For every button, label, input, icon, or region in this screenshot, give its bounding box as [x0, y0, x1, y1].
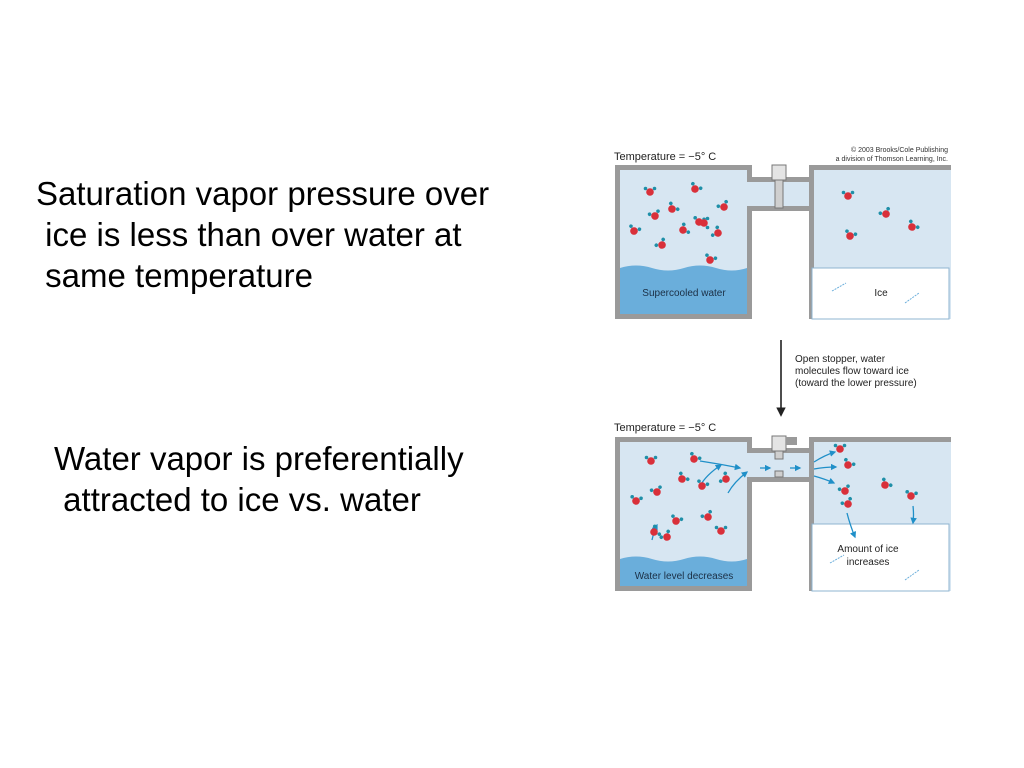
water-molecule-icon: [905, 489, 918, 500]
stopper-open: [771, 435, 797, 478]
water-molecule-icon: [679, 222, 691, 234]
water-molecule-icon: [844, 457, 856, 469]
water-molecule-icon: [845, 229, 858, 240]
flow-arrow: [813, 463, 838, 471]
water-molecule-icon: [690, 451, 702, 463]
ice-amount-label-2: increases: [847, 557, 890, 568]
water-molecule-icon: [671, 514, 684, 525]
water-molecule-icon: [840, 496, 852, 508]
bottom-connecting-tube: [747, 435, 814, 482]
water-molecule-icon: [841, 190, 855, 200]
water-molecule-icon: [629, 224, 642, 235]
statement-preferential-attraction: Water vapor is preferentially attracted …: [54, 440, 464, 518]
water-molecule-icon: [647, 209, 660, 220]
ice-amount-label-1: Amount of ice: [837, 544, 899, 555]
water-molecule-icon: [678, 471, 690, 483]
flow-arrow: [813, 450, 837, 463]
bottom-left-container: Water level decreases: [615, 437, 752, 591]
water-molecule-icon: [710, 225, 722, 237]
flow-arrow: [846, 512, 857, 539]
water-molecule-icon: [833, 443, 847, 453]
water-molecule-icon: [654, 237, 666, 249]
top-connecting-tube: [747, 164, 814, 211]
transition-line-2: molecules flow toward ice: [795, 366, 909, 377]
top-right-container: Ice: [809, 165, 951, 320]
transition-line-3: (toward the lower pressure): [795, 378, 917, 389]
transition: Open stopper, water molecules flow towar…: [776, 340, 917, 417]
water-molecule-icon: [700, 509, 712, 521]
water-molecule-icon: [837, 484, 850, 495]
bottom-right-container: Amount of ice increases: [809, 437, 951, 592]
water-molecule-icon: [881, 477, 893, 489]
water-molecule-icon: [714, 525, 728, 535]
water-molecule-icon: [691, 181, 703, 193]
water-molecule-icon: [643, 186, 657, 196]
copyright-line-2: a division of Thomson Learning, Inc.: [836, 156, 948, 163]
flow-arrow: [699, 460, 742, 471]
bottom-panel: Temperature = −5° C Water level decrease…: [614, 422, 951, 592]
transition-line-1: Open stopper, water: [795, 354, 886, 365]
vapor-flow-arrows: [651, 450, 917, 541]
supercooled-water: [620, 265, 747, 314]
bottom-temperature-label: Temperature = −5° C: [614, 422, 716, 434]
flow-arrow: [727, 471, 749, 494]
lowered-water: [620, 556, 747, 586]
flow-arrow: [910, 505, 917, 525]
water-molecule-icon: [630, 494, 643, 505]
vapor-transfer-diagram: © 2003 Brooks/Cole Publishing a division…: [614, 146, 951, 592]
top-left-container: Supercooled water: [615, 165, 752, 319]
water-molecule-icon: [716, 199, 728, 211]
water-molecule-icon: [878, 206, 890, 218]
water-molecule-icon: [908, 219, 920, 231]
top-panel: © 2003 Brooks/Cole Publishing a division…: [614, 146, 951, 320]
supercooled-water-label: Supercooled water: [642, 288, 726, 299]
water-molecule-icon: [697, 479, 710, 490]
top-water-vapor-molecules: [629, 181, 920, 264]
water-molecule-icon: [705, 253, 718, 264]
water-molecule-icon: [644, 455, 658, 465]
copyright-line-1: © 2003 Brooks/Cole Publishing: [851, 146, 948, 154]
stopper-closed: [771, 164, 787, 209]
water-molecule-icon: [659, 529, 671, 541]
flow-arrow: [813, 475, 836, 484]
bottom-water-vapor-molecules: [630, 443, 918, 541]
ice-block-grown: [811, 523, 950, 592]
water-molecule-icon: [668, 201, 680, 213]
water-molecule-icon: [649, 485, 662, 496]
ice-block: [811, 267, 950, 320]
water-molecule-icon: [700, 216, 710, 230]
top-temperature-label: Temperature = −5° C: [614, 151, 716, 163]
water-molecule-icon: [650, 524, 662, 536]
statement-saturation-vapor-pressure: Saturation vapor pressure over ice is le…: [36, 175, 490, 294]
ice-label: Ice: [874, 288, 888, 299]
water-molecule-icon: [718, 471, 730, 483]
water-level-label: Water level decreases: [635, 571, 734, 582]
